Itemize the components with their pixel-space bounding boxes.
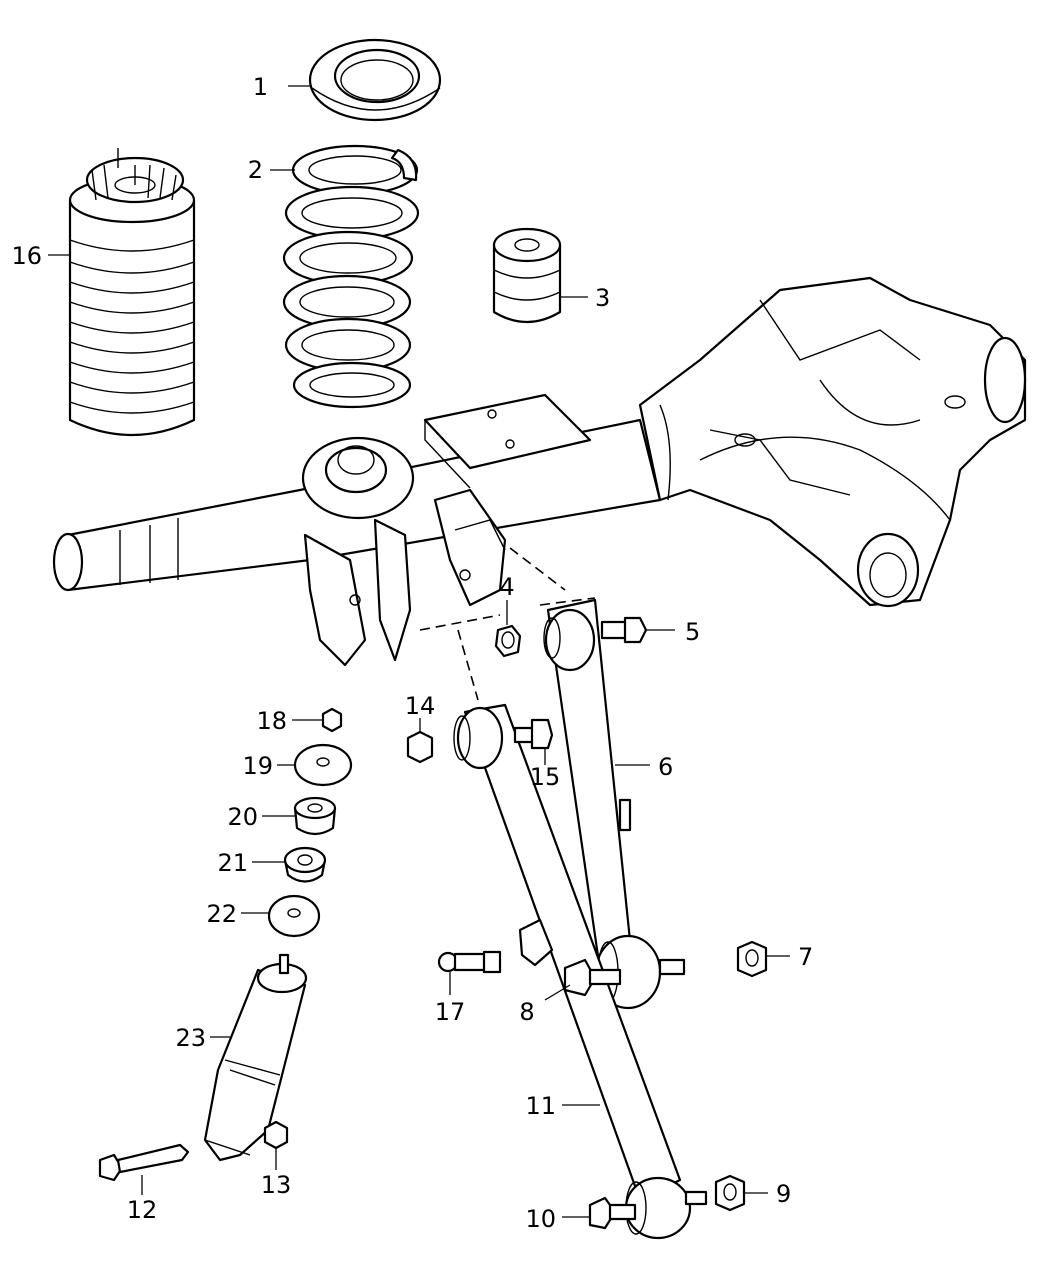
- callout-8: 8: [519, 998, 534, 1026]
- part-2-coil-spring: [282, 144, 420, 409]
- callout-22: 22: [206, 900, 237, 928]
- part-21-bushing: [283, 846, 327, 883]
- callout-5: 5: [685, 618, 700, 646]
- part-4-nut: [494, 624, 522, 658]
- callout-23: 23: [175, 1024, 206, 1052]
- part-1-spring-isolator: [308, 38, 442, 122]
- part-10-bolt: [588, 1190, 708, 1230]
- part-15-bolt: [513, 718, 554, 750]
- alignment-line-right: [539, 597, 596, 606]
- callout-15: 15: [530, 763, 561, 791]
- rear-axle-assembly: [52, 276, 1027, 667]
- part-13-nut: [263, 1120, 289, 1150]
- alignment-line-upper-right: [509, 547, 566, 591]
- callout-3: 3: [595, 284, 610, 312]
- alignment-line-lower-left: [457, 629, 479, 701]
- callout-labels: 1 2 3 4 5 6 7 8 9 10 11 12 13 14 15 16 1…: [11, 73, 813, 1233]
- callout-14: 14: [405, 692, 436, 720]
- part-23-shock-absorber: [203, 953, 308, 1162]
- callout-21: 21: [217, 849, 248, 877]
- part-22-washer: [267, 894, 321, 938]
- callout-4: 4: [499, 573, 514, 601]
- part-6-upper-control-arm: [543, 598, 662, 1010]
- callout-17: 17: [435, 998, 466, 1026]
- callout-11: 11: [525, 1092, 556, 1120]
- callout-16: 16: [11, 242, 42, 270]
- callout-6: 6: [658, 753, 673, 781]
- part-9-nut: [714, 1174, 746, 1212]
- part-19-washer: [293, 743, 353, 787]
- part-3-jounce-bumper: [492, 227, 562, 323]
- callout-12: 12: [127, 1196, 158, 1224]
- part-14-nut: [406, 730, 434, 764]
- callout-9: 9: [776, 1180, 791, 1208]
- callout-18: 18: [256, 707, 287, 735]
- callout-19: 19: [242, 752, 273, 780]
- part-18-nut: [321, 707, 343, 733]
- leader-lines: [48, 85, 790, 1218]
- part-17-bolt: [437, 950, 502, 974]
- alignment-line-upper-left: [419, 614, 501, 631]
- callout-13: 13: [261, 1171, 292, 1199]
- part-20-bushing: [293, 796, 337, 836]
- part-8-bolt: [563, 958, 686, 997]
- part-16-air-spring: [68, 148, 196, 437]
- callout-1: 1: [253, 73, 268, 101]
- callout-7: 7: [798, 943, 813, 971]
- part-5-bolt: [600, 616, 648, 644]
- callout-2: 2: [248, 156, 263, 184]
- callout-10: 10: [525, 1205, 556, 1233]
- part-12-bolt: [98, 1143, 190, 1182]
- part-7-nut: [736, 940, 768, 978]
- callout-20: 20: [227, 803, 258, 831]
